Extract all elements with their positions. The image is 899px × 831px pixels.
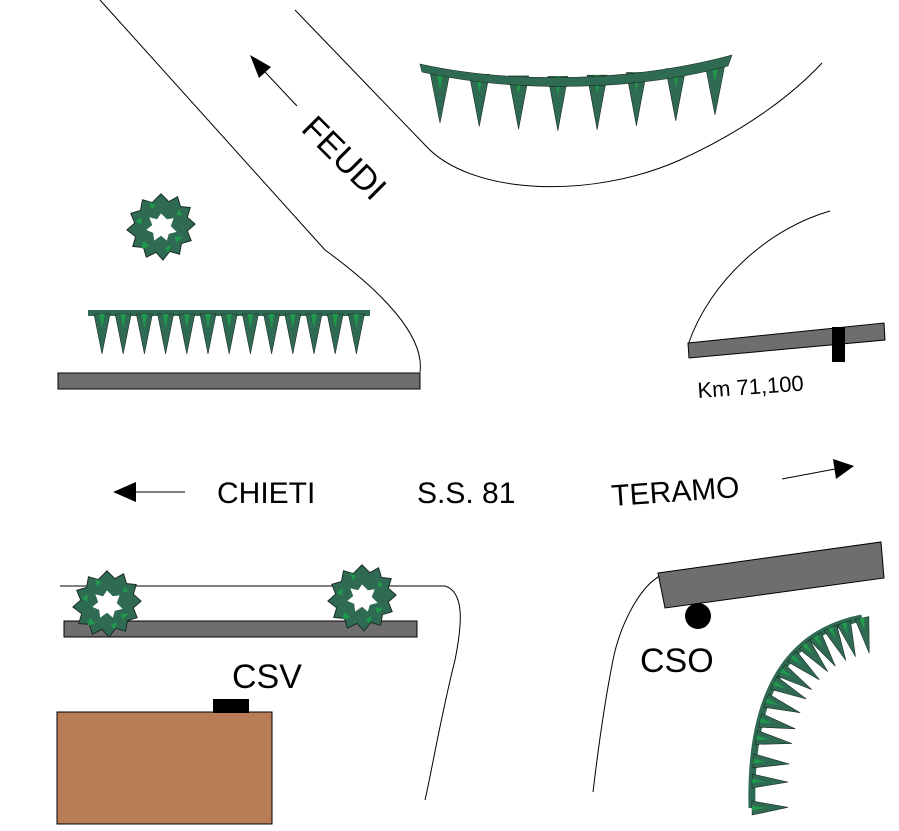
csv-sensor: [213, 699, 249, 713]
road-edge-lower-right: [592, 574, 663, 793]
bush-icon: [126, 193, 196, 261]
label-km-marker: Km 71,100: [697, 371, 805, 403]
curb-upper-left: [57, 372, 421, 390]
label-chieti: CHIETI: [217, 477, 315, 510]
road-edge-upper-right: [294, 9, 823, 188]
label-feudi: FEUDI: [294, 109, 393, 208]
cso-sensor: [685, 603, 711, 629]
arrow-icon: [250, 55, 298, 107]
hedge-icon: [88, 310, 370, 355]
arrow-icon: [113, 482, 185, 502]
road-edge-upper-left: [99, 0, 421, 373]
road-edge-right-short: [687, 210, 831, 346]
curb-right-km: [687, 322, 886, 359]
label-cso: CSO: [640, 642, 714, 680]
curb-lower-right: [657, 541, 885, 609]
arrow-icon: [781, 459, 854, 480]
road-name: S.S. 81: [417, 477, 515, 510]
curb-lower-left: [63, 620, 418, 638]
road-edge-lower-left: [60, 585, 461, 801]
label-teramo: TERAMO: [610, 471, 740, 513]
hedge-icon: [419, 54, 733, 131]
km-post: [832, 327, 845, 362]
csv-building: [56, 711, 273, 825]
road-edges: [60, 0, 831, 801]
label-csv: CSV: [232, 658, 302, 696]
hedge-icon: [748, 614, 870, 816]
